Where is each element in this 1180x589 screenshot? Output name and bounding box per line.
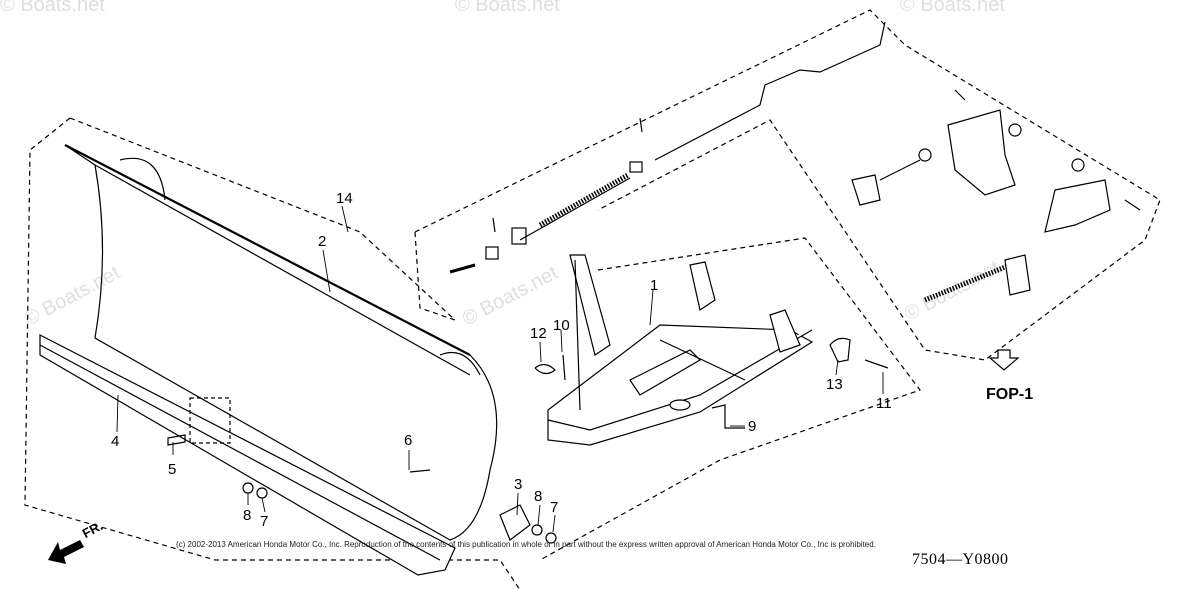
callout-8: 8 [243,507,252,524]
group-outline-blade-top [69,117,456,321]
front-direction-arrow-icon [48,540,84,564]
callout-8: 8 [534,488,543,505]
callout-11: 11 [876,395,892,412]
watermark: © Boats.net [900,0,1005,16]
callout-7: 7 [260,513,269,530]
blade-bracket [189,397,231,444]
callout-6: 6 [404,432,413,449]
callout-7: 7 [550,499,559,516]
lift-rod [449,21,886,274]
fop-arrow-icon [988,349,1020,371]
watermark: © Boats.net [0,0,105,16]
cutting-edge [39,334,456,576]
callout-4: 4 [111,433,120,450]
callout-13: 13 [826,376,843,393]
callout-5: 5 [168,461,177,478]
callout-3: 3 [514,476,523,493]
figure-number: 7504—Y0800 [912,551,1009,568]
group-outline-lift [414,231,456,321]
leader-lines [116,205,884,533]
callout-12: 12 [530,325,547,342]
group-outline-lift-top [414,9,1161,361]
reference-label: FOP-1 [986,386,1034,403]
callout-1: 1 [650,277,659,294]
callout-14: 14 [336,190,353,207]
lift-bracket-assembly [851,109,1111,303]
callout-9: 9 [748,418,757,435]
blade-mount-frame [547,254,814,446]
watermark: © Boats.net [455,0,560,16]
callout-10: 10 [553,317,570,334]
group-outline-blade [24,117,521,589]
callout-2: 2 [318,233,327,250]
blade [64,144,498,541]
copyright-notice: (c) 2002-2013 American Honda Motor Co., … [176,540,876,549]
group-outline-frame [539,237,921,561]
hardware [167,89,1141,544]
